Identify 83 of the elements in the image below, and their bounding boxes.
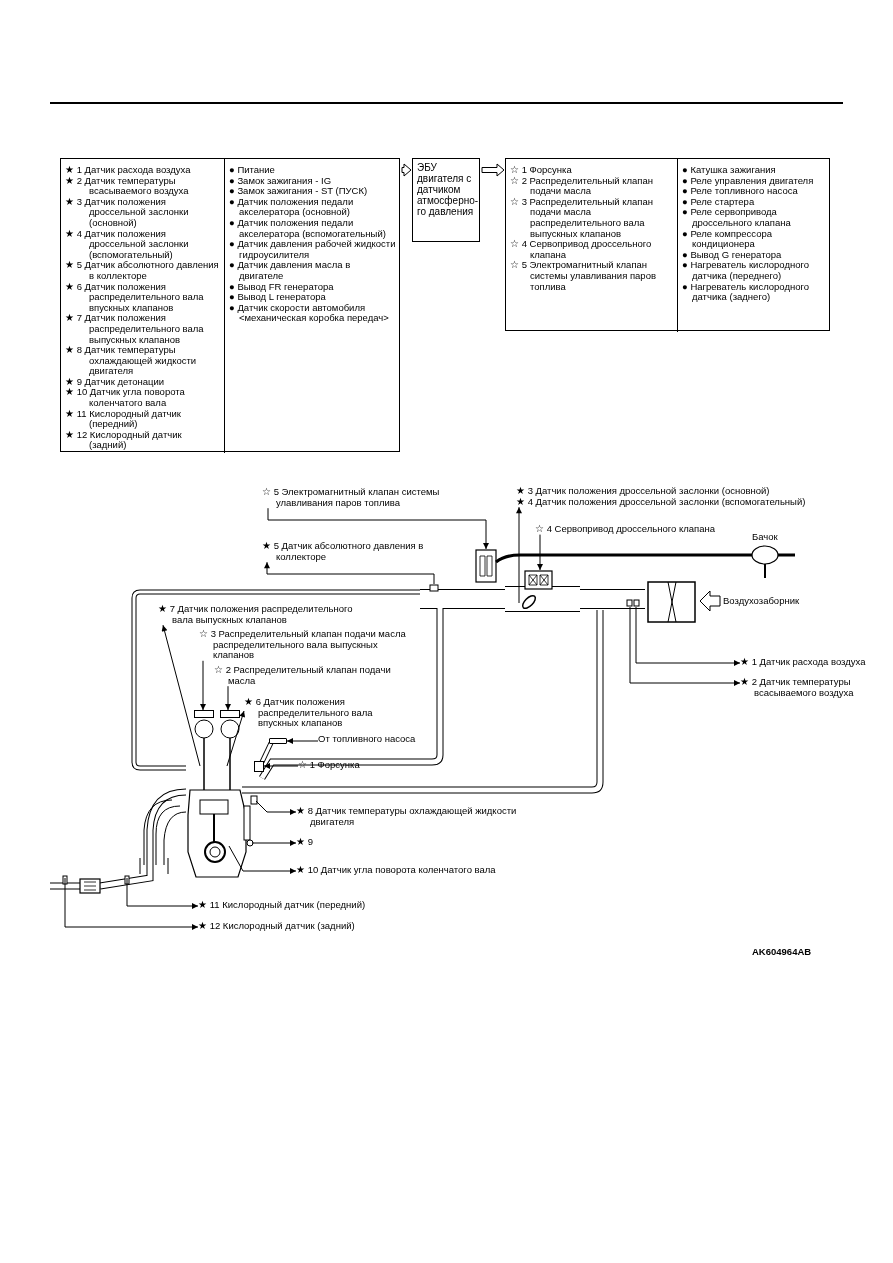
list-item-text: ☆ 2 Распределительный клапан подачи масла <box>510 175 654 197</box>
leader-line <box>286 738 319 744</box>
leader-line <box>64 877 199 930</box>
list-item-text: ★ 12 Кислородный датчик (задний) <box>65 429 183 452</box>
list-item-text: ★ 10 Датчик угла поворота коленчатого вала <box>65 387 186 409</box>
fuel-pipe <box>269 738 287 744</box>
callout-text: ☆ 3 Распределительный клапан подачи масла распределительного вала выпускных клапанов <box>199 629 407 661</box>
list-item-text: ● Катушка зажигания <box>682 165 777 176</box>
leader-line <box>126 877 199 909</box>
callout-text: ★ 8 Датчик температуры охлаждающей жидкости двигателя <box>296 806 518 828</box>
figure-code: AK604964AB <box>752 946 812 957</box>
output-signals-box <box>505 158 830 331</box>
list-item-text: ☆ 4 Сервопривод дроссельного клапана <box>510 239 653 261</box>
leader-line <box>635 606 741 666</box>
list-item-text: ● Вывод G генератора <box>682 249 783 261</box>
list-item-text: ★ 8 Датчик температуры охлаждающей жидкости двигателя <box>65 345 198 377</box>
list-item-text: ● Реле сервопривода дроссельного клапана <box>682 207 792 229</box>
hollow-arrow <box>401 163 412 177</box>
list-item-text: ★ 5 Датчик абсолютного давления в коллекторе <box>65 260 220 282</box>
leader-line <box>200 660 206 711</box>
list-item-text: ★ 6 Датчик положения распределительного вала впускных клапанов <box>65 281 205 314</box>
callout-text: ☆ 5 Электромагнитный клапан системы улавливания паров топлива <box>262 487 441 509</box>
leader-line <box>537 534 543 571</box>
callout-text: ☆ 2 Распределительный клапан подачи масла <box>214 665 392 687</box>
callout-text: ★ 4 Датчик положения дроссельной заслонки (вспомогательный) <box>516 496 807 508</box>
list-item-text: ● Нагреватель кислородного датчика (заднего) <box>682 281 811 303</box>
list-item-text: ● Реле компрессора кондиционера <box>682 228 773 250</box>
list-item-text: ★ 11 Кислородный датчик (передний) <box>65 408 182 430</box>
leader-line <box>263 763 299 769</box>
canister-label: Бачок <box>752 531 778 542</box>
leader-line <box>161 624 201 767</box>
leader-line <box>251 840 297 846</box>
leader-line <box>267 507 489 550</box>
list-item-text: ☆ 3 Распределительный клапан подачи масла распределительного вала выпускных клапанов <box>510 196 654 240</box>
list-item-text: ★ 7 Датчик положения распределительного вала выпускных клапанов <box>65 313 205 346</box>
list-item-text: ★ 9 Датчик детонации <box>65 376 166 388</box>
list-item-text: ☆ 1 Форсунка <box>510 165 573 176</box>
callout-text: От топливного насоса <box>318 734 417 745</box>
list-item-text: ● Вывод FR генератора <box>229 281 335 293</box>
list-item-text: ★ 3 Датчик положения дроссельной заслонки (основной) <box>65 196 190 229</box>
leader-line <box>225 685 231 711</box>
callout-text: ★ 11 Кислородный датчик (передний) <box>198 900 367 911</box>
list-item-text: ★ 4 Датчик положения дроссельной заслонки (вспомогательный) <box>65 228 190 261</box>
callout-text: ★ 10 Датчик угла поворота коленчатого вала <box>296 865 497 876</box>
solenoid-valve <box>220 710 240 718</box>
callout-text: ★ 2 Датчик температуры всасываемого воздуха <box>740 677 855 699</box>
list-item-text: ● Нагреватель кислородного датчика (переднего) <box>682 260 811 282</box>
input-signals-box <box>60 158 400 452</box>
list-item-text: ★ 1 Датчик расхода воздуха <box>65 165 192 176</box>
ecu-box <box>412 158 480 242</box>
leader-line <box>629 606 741 686</box>
list-item-text: ● Питание <box>229 165 276 176</box>
list-item-text: ● Реле управления двигателя <box>682 175 815 187</box>
leader-line <box>228 845 297 874</box>
callout-text: ★ 6 Датчик положения распределительного вала впускных клапанов <box>244 697 374 729</box>
callout-text: ★ 9 <box>296 837 314 848</box>
callout-text: ★ 7 Датчик положения распределительного вала выпускных клапанов <box>158 604 354 626</box>
list-item-text: ● Датчик положения педали акселератора (вспомогательный) <box>229 217 387 240</box>
leader-line <box>516 506 522 604</box>
callout-text: ★ 5 Датчик абсолютного давления в коллекторе <box>262 541 425 563</box>
leader-line <box>226 710 246 767</box>
list-item-text: ● Датчик положения педали акселератора (основной) <box>229 196 354 218</box>
leader-line <box>264 561 435 585</box>
air-intake-label: Воздухозаборник <box>723 595 800 606</box>
callout-text: ★ 3 Датчик положения дроссельной заслонки (основной) <box>516 486 771 497</box>
list-item-text: ● Замок зажигания - IG <box>229 175 333 187</box>
fuel-injector <box>254 761 264 772</box>
list-item-text: ● Реле топливного насоса <box>682 186 798 197</box>
list-item-text: ☆ 5 Электромагнитный клапан системы улавливания паров топлива <box>510 260 657 293</box>
callout-text: ★ 1 Датчик расхода воздуха <box>740 657 867 668</box>
leader-line <box>255 800 297 815</box>
list-item-text: ● Замок зажигания - ST (ПУСК) <box>229 186 369 197</box>
solenoid-valve <box>194 710 214 718</box>
list-item-text: ● Датчик давления масла в двигателе <box>229 260 352 282</box>
list-item-text: ● Вывод L генератора <box>229 292 326 303</box>
callout-text: ★ 12 Кислородный датчик (задний) <box>198 921 356 932</box>
callout-text: ☆ 1 Форсунка <box>298 760 361 771</box>
list-item-text: ● Датчик скорости автомобиля <механическая коробка передач> <box>229 302 390 324</box>
list-item-text: ★ 2 Датчик температуры всасываемого воздуха <box>65 175 189 197</box>
callout-text: ☆ 4 Сервопривод дроссельного клапана <box>535 524 716 535</box>
list-item-text: ● Реле стартера <box>682 196 756 208</box>
list-item-text: ● Датчик давления рабочей жидкости гидроусилителя <box>229 239 397 261</box>
hollow-arrow <box>481 163 505 177</box>
